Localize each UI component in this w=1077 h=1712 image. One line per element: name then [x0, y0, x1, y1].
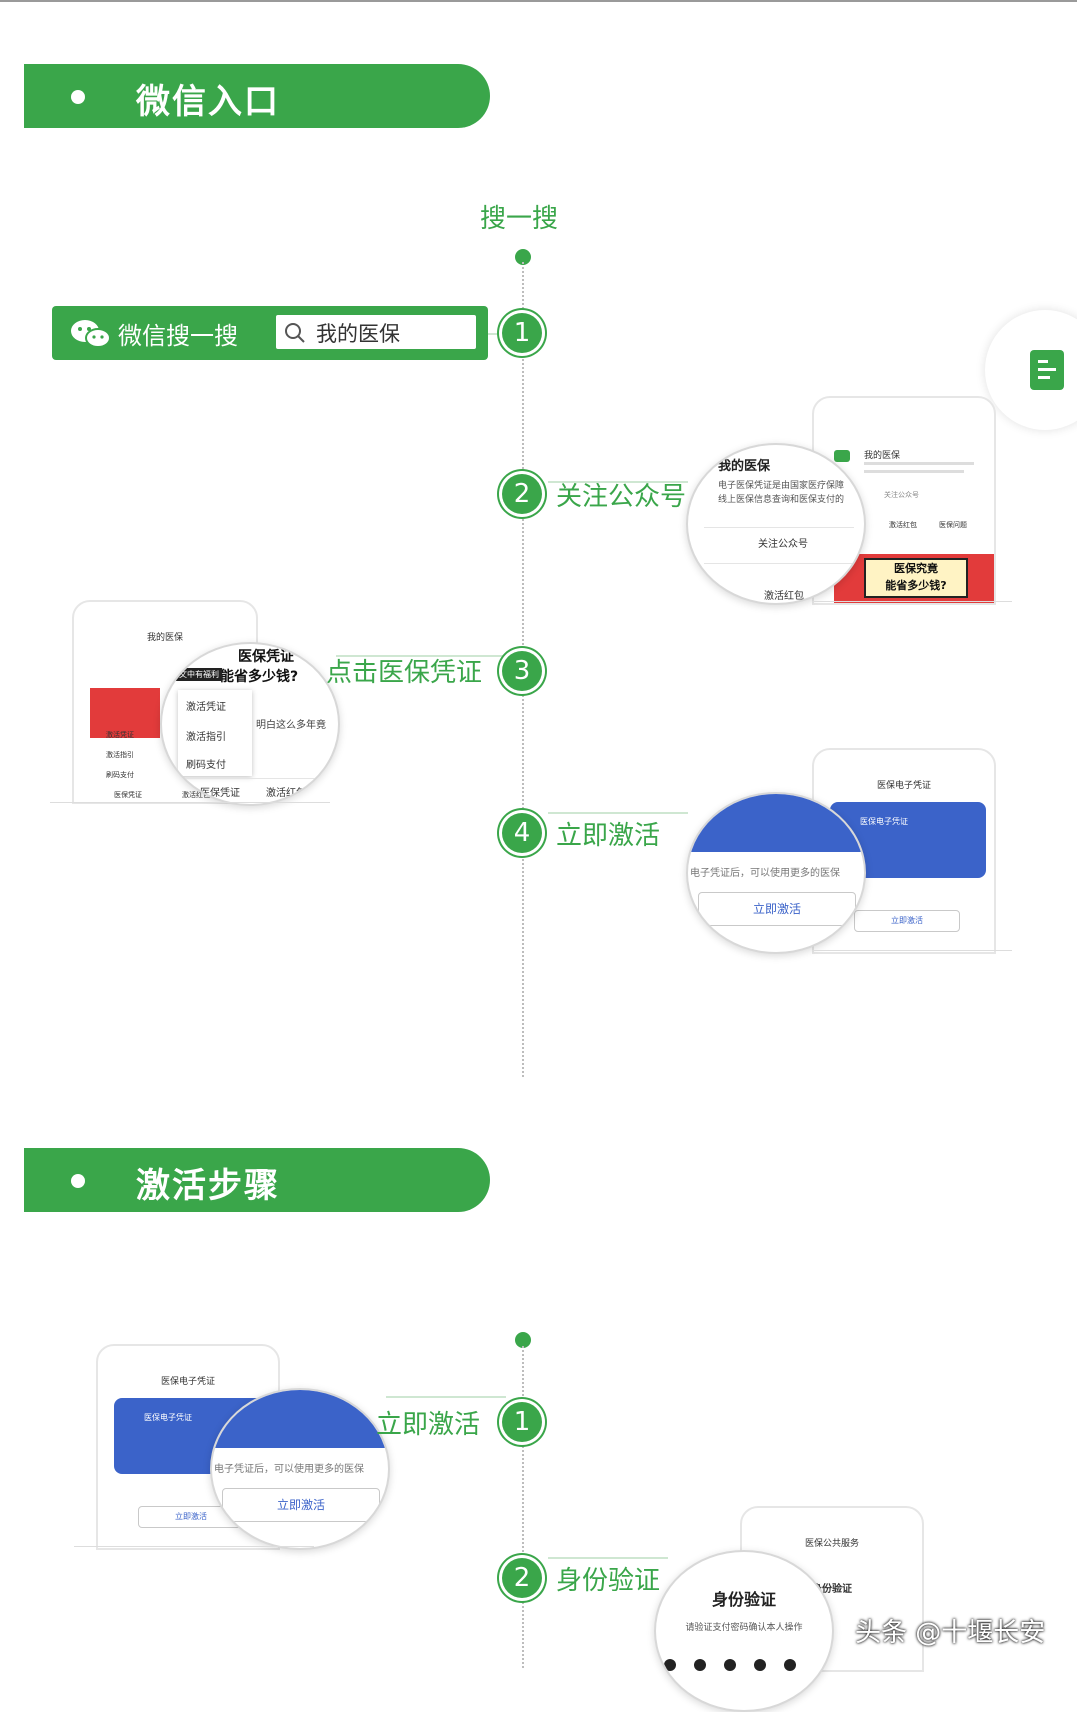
phone-activate-button: 立即激活 — [854, 910, 960, 932]
baseline — [812, 950, 1012, 951]
top-border — [0, 0, 1077, 2]
search-bar-label: 微信搜一搜 — [118, 322, 238, 350]
step-label-credential: 点击医保凭证 — [326, 658, 483, 688]
watermark: 头条 @十堰长安 — [855, 1618, 1046, 1648]
poster-title: 医保凭证 — [238, 649, 294, 665]
magnifier-follow: 我的医保 电子医保凭证是由国家医疗保障 线上医保信息查询和医保支付的 关注公众号… — [686, 443, 866, 605]
wechat-icon — [71, 320, 111, 348]
password-dots[interactable] — [664, 1656, 814, 1675]
account-desc: 线上医保信息查询和医保支付的 — [718, 495, 845, 505]
poster-subtitle: 能省多少钱? — [885, 579, 947, 592]
timeline-start-dot — [515, 249, 531, 265]
card-header — [212, 1390, 388, 1448]
step-label-activate: 立即激活 — [376, 1410, 481, 1440]
verify-title: 身份验证 — [711, 1590, 776, 1609]
step-number-3: 3 — [502, 651, 542, 691]
phone-menu-item: 激活凭证 — [106, 731, 134, 739]
magnifier-activate-2: 电子凭证后，可以使用更多的医保 立即激活 — [210, 1388, 390, 1550]
activate-hint: 电子凭证后，可以使用更多的医保 — [690, 868, 840, 879]
status-bar — [98, 1346, 278, 1368]
menu-item-activate[interactable]: 激活凭证 — [186, 702, 226, 713]
status-bar — [742, 1508, 922, 1530]
poster-subtitle: 能省多少钱? — [220, 669, 299, 685]
timeline-start-dot — [515, 1332, 531, 1348]
search-query: 我的医保 — [316, 322, 400, 346]
phone-menu-item: 刷码支付 — [106, 771, 134, 779]
article-text: 明白这么多年竟 — [256, 720, 326, 731]
phone-title: 我的医保 — [146, 633, 183, 643]
phone-verify-label: 身份验证 — [812, 1584, 852, 1595]
menu-item-guide[interactable]: 激活指引 — [186, 732, 226, 743]
magnifier-credential: 医保凭证 能省多少钱? 文中有福利 激活凭证 激活指引 刷码支付 明白这么多年竟… — [160, 642, 340, 806]
tab-red-packet[interactable]: 激活红包 — [266, 788, 306, 799]
verify-subtitle: 请验证支付密码确认本人操作 — [685, 1623, 803, 1633]
card-header — [688, 794, 864, 852]
step-number-2: 2 — [502, 474, 542, 514]
step-number-1: 1 — [502, 1402, 542, 1442]
baseline — [812, 601, 1012, 602]
search-icon — [285, 323, 305, 343]
magnifier-verify: 身份验证 请验证支付密码确认本人操作 — [654, 1550, 834, 1712]
section-banner-activation-steps: 激活步骤 — [24, 1148, 490, 1212]
status-bar — [74, 602, 256, 624]
connector — [336, 655, 506, 657]
activate-hint: 电子凭证后，可以使用更多的医保 — [214, 1464, 364, 1475]
section-title: 激活步骤 — [136, 1166, 280, 1206]
poster-title: 医保究竟 — [894, 562, 938, 575]
menu-item-pay[interactable]: 刷码支付 — [186, 760, 226, 771]
search-input[interactable]: 我的医保 — [276, 315, 476, 349]
phone-screenshot-follow: 我的医保 关注公众号 激活红包 医保问题 医保究竟 能省多少钱? — [812, 396, 996, 605]
tag: 文中有福利 — [176, 668, 222, 681]
section-banner-wechat-entry: 微信入口 — [24, 64, 490, 128]
status-bar — [814, 750, 994, 772]
step-number-2: 2 — [502, 1558, 542, 1598]
activate-button[interactable]: 立即激活 — [222, 1488, 380, 1522]
bullet-dot — [71, 90, 85, 104]
step-number-1: 1 — [502, 313, 542, 353]
popup-menu: 激活凭证 激活指引 刷码支付 — [178, 690, 252, 776]
list-icon — [1030, 350, 1064, 390]
baseline — [74, 1546, 314, 1547]
poster — [90, 688, 160, 738]
phone-title: 医保公共服务 — [804, 1539, 859, 1549]
follow-button[interactable]: 关注公众号 — [758, 539, 808, 550]
menu-item-red-packet[interactable]: 激活红包 — [764, 591, 804, 602]
connector — [548, 812, 688, 814]
connector — [548, 1557, 668, 1559]
account-desc: 电子医保凭证是由国家医疗保障 — [718, 481, 845, 491]
timeline-line — [522, 1346, 524, 1668]
baseline — [50, 802, 330, 803]
bullet-dot — [71, 1174, 85, 1188]
card-title: 医保电子凭证 — [860, 817, 908, 826]
phone-title: 医保电子凭证 — [876, 781, 931, 791]
account-avatar — [834, 450, 850, 462]
section-title: 微信入口 — [136, 82, 280, 122]
phone-tab: 医保凭证 — [114, 791, 142, 799]
step-label-activate: 立即激活 — [556, 821, 661, 851]
card-title: 医保电子凭证 — [144, 1413, 192, 1422]
connector — [386, 1396, 506, 1398]
step-label-verify: 身份验证 — [556, 1566, 661, 1596]
wechat-search-bar[interactable]: 微信搜一搜 我的医保 — [52, 306, 488, 360]
phone-menu-item: 激活指引 — [106, 751, 134, 759]
activate-button[interactable]: 立即激活 — [698, 892, 856, 926]
phone-menu-item: 医保问题 — [939, 521, 967, 529]
tab-credential[interactable]: 医保凭证 — [200, 788, 240, 799]
phone-title: 医保电子凭证 — [160, 1377, 215, 1387]
search-heading: 搜一搜 — [480, 204, 559, 234]
phone-tab: 激活红包 — [182, 791, 210, 799]
step-number-4: 4 — [502, 813, 542, 853]
magnifier-activate: 电子凭证后，可以使用更多的医保 立即激活 — [686, 792, 866, 954]
phone-menu-item: 激活红包 — [889, 521, 917, 529]
floating-button[interactable] — [985, 310, 1077, 430]
phone-account-name: 我的医保 — [864, 451, 901, 461]
connector — [548, 481, 688, 483]
status-bar — [814, 398, 994, 420]
phone-follow-text: 关注公众号 — [884, 491, 919, 499]
poster: 医保究竟 能省多少钱? — [834, 554, 994, 603]
account-name: 我的医保 — [718, 459, 771, 474]
step-label-follow: 关注公众号 — [556, 482, 687, 512]
connector — [488, 333, 502, 335]
